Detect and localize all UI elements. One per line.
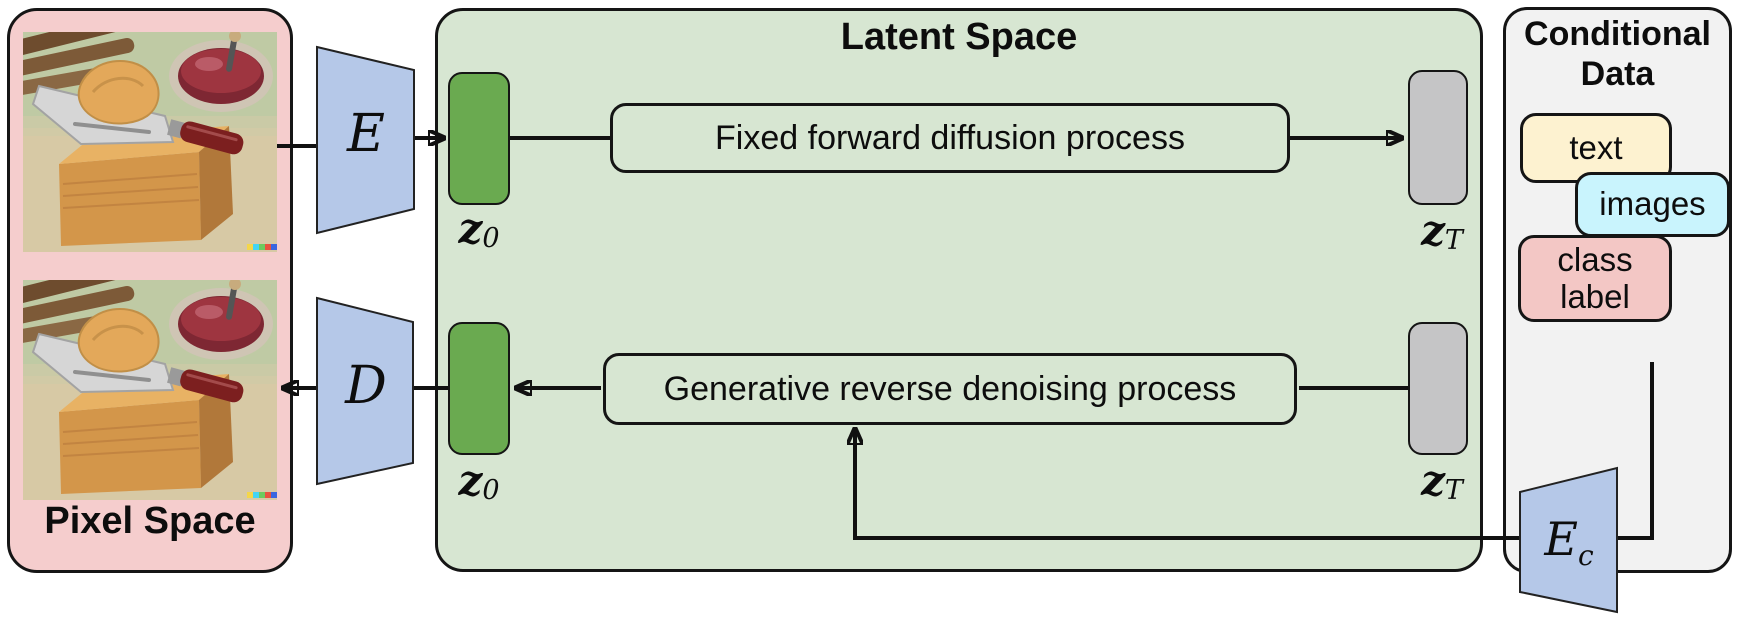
watermark-color-strip [247,492,277,498]
latent-z0-top [448,72,510,205]
chip-class-label: class label [1518,235,1672,322]
latent-space-panel [435,8,1483,572]
zT-top-label: zT [1421,206,1463,257]
cheese-slicer [31,59,244,155]
cheese-slicer [31,307,244,403]
watermark-color-strip [247,244,277,250]
breadsticks [23,32,139,99]
breadsticks [23,280,139,347]
decoder-block [316,296,414,486]
jam-bowl [169,32,273,112]
encoder-block [316,45,415,235]
decoder-label: D [345,356,387,416]
input-food-photo [23,32,277,252]
z0-top-label: z0 [458,204,500,255]
conditioning-encoder-label: Ec [1544,512,1594,573]
forward-diffusion-process-box: Fixed forward diffusion process [610,103,1290,173]
latent-zT-top [1408,70,1468,205]
chip-text: text [1520,113,1672,183]
latent-z0-bottom [448,322,510,455]
zT-bottom-label: zT [1421,456,1463,507]
conditional-title-line1: Conditional [1524,15,1711,53]
latent-zT-bottom [1408,322,1468,455]
reverse-denoising-process-box: Generative reverse denoising process [603,353,1297,425]
jam-bowl [169,280,273,360]
z0-bottom-label: z0 [458,456,500,507]
encoder-label: E [347,104,385,164]
conditional-data-title: Conditional Data [1503,14,1732,94]
conditional-title-line2: Data [1580,55,1655,94]
pixel-space-title: Pixel Space [44,500,256,542]
output-food-photo [23,280,277,500]
chip-images: images [1575,172,1730,237]
latent-space-title: Latent Space [840,16,1078,58]
